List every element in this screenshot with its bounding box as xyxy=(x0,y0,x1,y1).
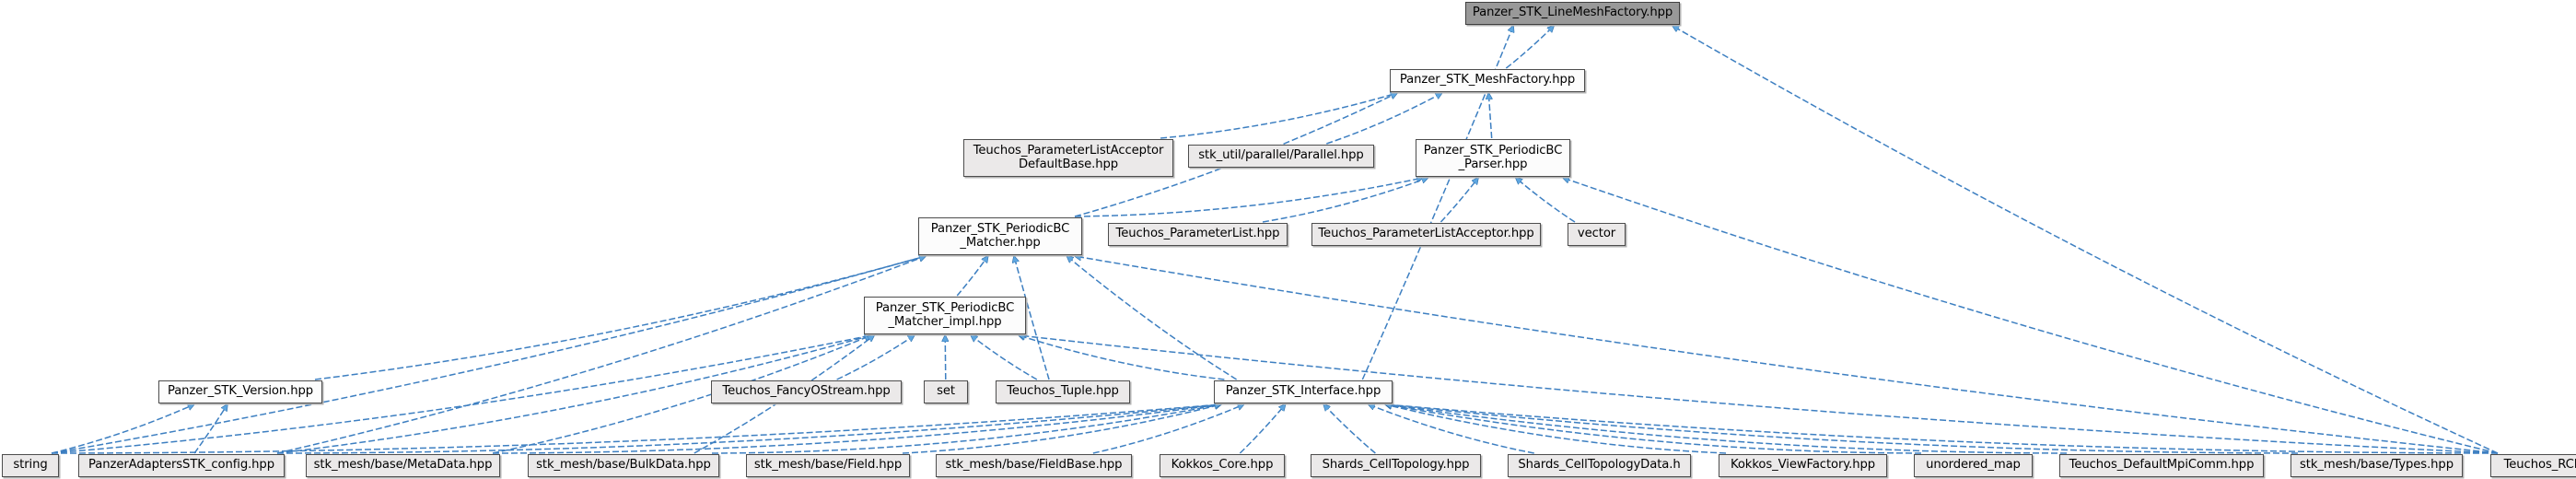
graph-edge xyxy=(971,335,1038,380)
graph-node-panzer-stk-periodicbc-matcher-impl-hpp[interactable]: Panzer_STK_PeriodicBC _Matcher_impl.hpp xyxy=(864,297,1026,334)
graph-edge xyxy=(956,256,988,297)
graph-node-label: Panzer_STK_PeriodicBC _Matcher.hpp xyxy=(930,222,1070,250)
graph-edge xyxy=(1516,178,1576,223)
graph-edge xyxy=(1160,93,1397,139)
graph-edge xyxy=(1014,256,1050,380)
graph-node-teuchos-rcp-hpp[interactable]: Teuchos_RCP.hpp xyxy=(2490,454,2576,477)
graph-edge xyxy=(276,404,1221,454)
graph-edge xyxy=(276,256,926,454)
graph-edge xyxy=(314,256,926,380)
graph-node-label: Teuchos_DefaultMpiComm.hpp xyxy=(2069,458,2255,473)
graph-node-stk-mesh-base-fieldbase-hpp[interactable]: stk_mesh/base/FieldBase.hpp xyxy=(936,454,1132,477)
graph-edge xyxy=(1092,404,1244,454)
graph-node-label: Panzer_STK_Interface.hpp xyxy=(1225,384,1381,399)
graph-node-label: vector xyxy=(1577,227,1616,241)
graph-node-kokkos-core-hpp[interactable]: Kokkos_Core.hpp xyxy=(1160,454,1285,477)
graph-node-kokkos-viewfactory-hpp[interactable]: Kokkos_ViewFactory.hpp xyxy=(1719,454,1887,477)
graph-node-shards-celltopology-hpp[interactable]: Shards_CellTopology.hpp xyxy=(1311,454,1481,477)
graph-node-label: stk_mesh/base/BulkData.hpp xyxy=(536,458,711,473)
graph-edge xyxy=(1488,93,1491,139)
graph-edge xyxy=(902,404,1221,454)
graph-edge xyxy=(1369,404,1534,454)
graph-node-vector[interactable]: vector xyxy=(1568,223,1626,246)
graph-edge xyxy=(1505,26,1554,69)
graph-edge xyxy=(51,256,926,454)
graph-node-teuchos-parameterlistacceptor-hpp[interactable]: Teuchos_ParameterListAcceptor.hpp xyxy=(1311,223,1541,246)
graph-edge xyxy=(711,404,1221,454)
graph-node-label: Teuchos_ParameterList.hpp xyxy=(1115,227,1280,241)
graph-edge xyxy=(1385,404,1922,454)
graph-node-panzer-stk-periodicbc-matcher-hpp[interactable]: Panzer_STK_PeriodicBC _Matcher.hpp xyxy=(918,217,1082,255)
graph-node-label: Teuchos_RCP.hpp xyxy=(2503,458,2576,473)
graph-edge xyxy=(1075,256,2499,454)
graph-node-stk-mesh-base-types-hpp[interactable]: stk_mesh/base/Types.hpp xyxy=(2290,454,2463,477)
graph-node-panzer-stk-interface-hpp[interactable]: Panzer_STK_Interface.hpp xyxy=(1214,380,1393,403)
graph-node-label: stk_mesh/base/Types.hpp xyxy=(2300,458,2454,473)
graph-node-label: Panzer_STK_MeshFactory.hpp xyxy=(1399,73,1576,88)
graph-node-stk-mesh-base-field-hpp[interactable]: stk_mesh/base/Field.hpp xyxy=(746,454,910,477)
graph-node-label: Panzer_STK_PeriodicBC _Matcher_impl.hpp xyxy=(875,301,1015,329)
graph-edge xyxy=(51,404,194,454)
graph-node-teuchos-parameterlist-hpp[interactable]: Teuchos_ParameterList.hpp xyxy=(1108,223,1288,246)
graph-node-label: stk_mesh/base/FieldBase.hpp xyxy=(945,458,1123,473)
graph-edge xyxy=(1019,335,2499,454)
graph-edge xyxy=(1385,404,1727,454)
graph-edge xyxy=(276,335,871,454)
graph-node-label: Panzer_STK_Version.hpp xyxy=(167,384,314,399)
graph-edge xyxy=(1563,178,2499,454)
graph-edge xyxy=(1385,404,2499,454)
graph-node-teuchos-parameterlistacceptor-defaultbase-hpp[interactable]: Teuchos_ParameterListAcceptor DefaultBas… xyxy=(963,139,1173,177)
graph-edge xyxy=(1326,93,1441,145)
graph-node-set[interactable]: set xyxy=(924,380,968,403)
graph-edge xyxy=(1385,404,2299,454)
graph-node-label: stk_mesh/base/MetaData.hpp xyxy=(313,458,493,473)
graph-edge xyxy=(1673,26,2499,454)
graph-edge xyxy=(193,404,227,454)
graph-edge xyxy=(1262,178,1428,223)
graph-node-panzer-stk-periodicbc-parser-hpp[interactable]: Panzer_STK_PeriodicBC _Parser.hpp xyxy=(1416,139,1570,177)
graph-node-shards-celltopologydata-h[interactable]: Shards_CellTopologyData.h xyxy=(1508,454,1691,477)
graph-edge xyxy=(1440,178,1478,223)
graph-node-label: Teuchos_ParameterListAcceptor.hpp xyxy=(1318,227,1534,241)
graph-node-label: Kokkos_ViewFactory.hpp xyxy=(1730,458,1876,473)
graph-node-panzeradaptersstk-config-hpp[interactable]: PanzerAdaptersSTK_config.hpp xyxy=(78,454,285,477)
graph-node-teuchos-fancyostream-hpp[interactable]: Teuchos_FancyOStream.hpp xyxy=(711,380,902,403)
graph-node-label: PanzerAdaptersSTK_config.hpp xyxy=(88,458,274,473)
graph-edge xyxy=(1067,256,1238,380)
graph-edge xyxy=(1019,335,1225,380)
graph-node-label: Teuchos_FancyOStream.hpp xyxy=(722,384,891,399)
graph-node-label: stk_util/parallel/Parallel.hpp xyxy=(1198,148,1364,163)
graph-node-panzer-stk-meshfactory-hpp[interactable]: Panzer_STK_MeshFactory.hpp xyxy=(1390,69,1585,92)
graph-node-teuchos-tuple-hpp[interactable]: Teuchos_Tuple.hpp xyxy=(996,380,1130,403)
graph-node-label: Panzer_STK_LineMeshFactory.hpp xyxy=(1472,6,1673,20)
graph-node-label: string xyxy=(13,458,48,473)
graph-edge xyxy=(492,335,871,454)
graph-node-label: Shards_CellTopology.hpp xyxy=(1322,458,1470,473)
graph-edge xyxy=(1074,178,1423,217)
graph-node-label: set xyxy=(937,384,955,399)
graph-node-label: Panzer_STK_PeriodicBC _Parser.hpp xyxy=(1423,144,1563,171)
graph-edge xyxy=(1385,404,2068,454)
graph-node-label: Teuchos_Tuple.hpp xyxy=(1007,384,1119,399)
graph-node-stk-mesh-base-metadata-hpp[interactable]: stk_mesh/base/MetaData.hpp xyxy=(306,454,500,477)
graph-edge xyxy=(945,335,946,380)
graph-node-stk-mesh-base-bulkdata-hpp[interactable]: stk_mesh/base/BulkData.hpp xyxy=(528,454,719,477)
graph-node-unordered-map[interactable]: unordered_map xyxy=(1914,454,2033,477)
graph-node-stk-util-parallel-parallel-hpp[interactable]: stk_util/parallel/Parallel.hpp xyxy=(1188,145,1374,168)
graph-node-label: Kokkos_Core.hpp xyxy=(1171,458,1274,473)
graph-edge xyxy=(1323,404,1376,454)
graph-node-label: Shards_CellTopologyData.h xyxy=(1518,458,1681,473)
graph-node-teuchos-defaultmpicomm-hpp[interactable]: Teuchos_DefaultMpiComm.hpp xyxy=(2059,454,2264,477)
graph-edge xyxy=(1361,26,1513,380)
graph-edge xyxy=(51,404,1221,454)
graph-node-string[interactable]: string xyxy=(2,454,59,477)
graph-edge xyxy=(492,404,1221,454)
graph-node-panzer-stk-linemeshfactory-hpp[interactable]: Panzer_STK_LineMeshFactory.hpp xyxy=(1465,2,1680,25)
graph-node-panzer-stk-version-hpp[interactable]: Panzer_STK_Version.hpp xyxy=(158,380,322,403)
graph-node-label: stk_mesh/base/Field.hpp xyxy=(753,458,903,473)
graph-edge xyxy=(1239,404,1285,454)
graph-node-label: Teuchos_ParameterListAcceptor DefaultBas… xyxy=(973,144,1164,171)
graph-node-label: unordered_map xyxy=(1926,458,2021,473)
